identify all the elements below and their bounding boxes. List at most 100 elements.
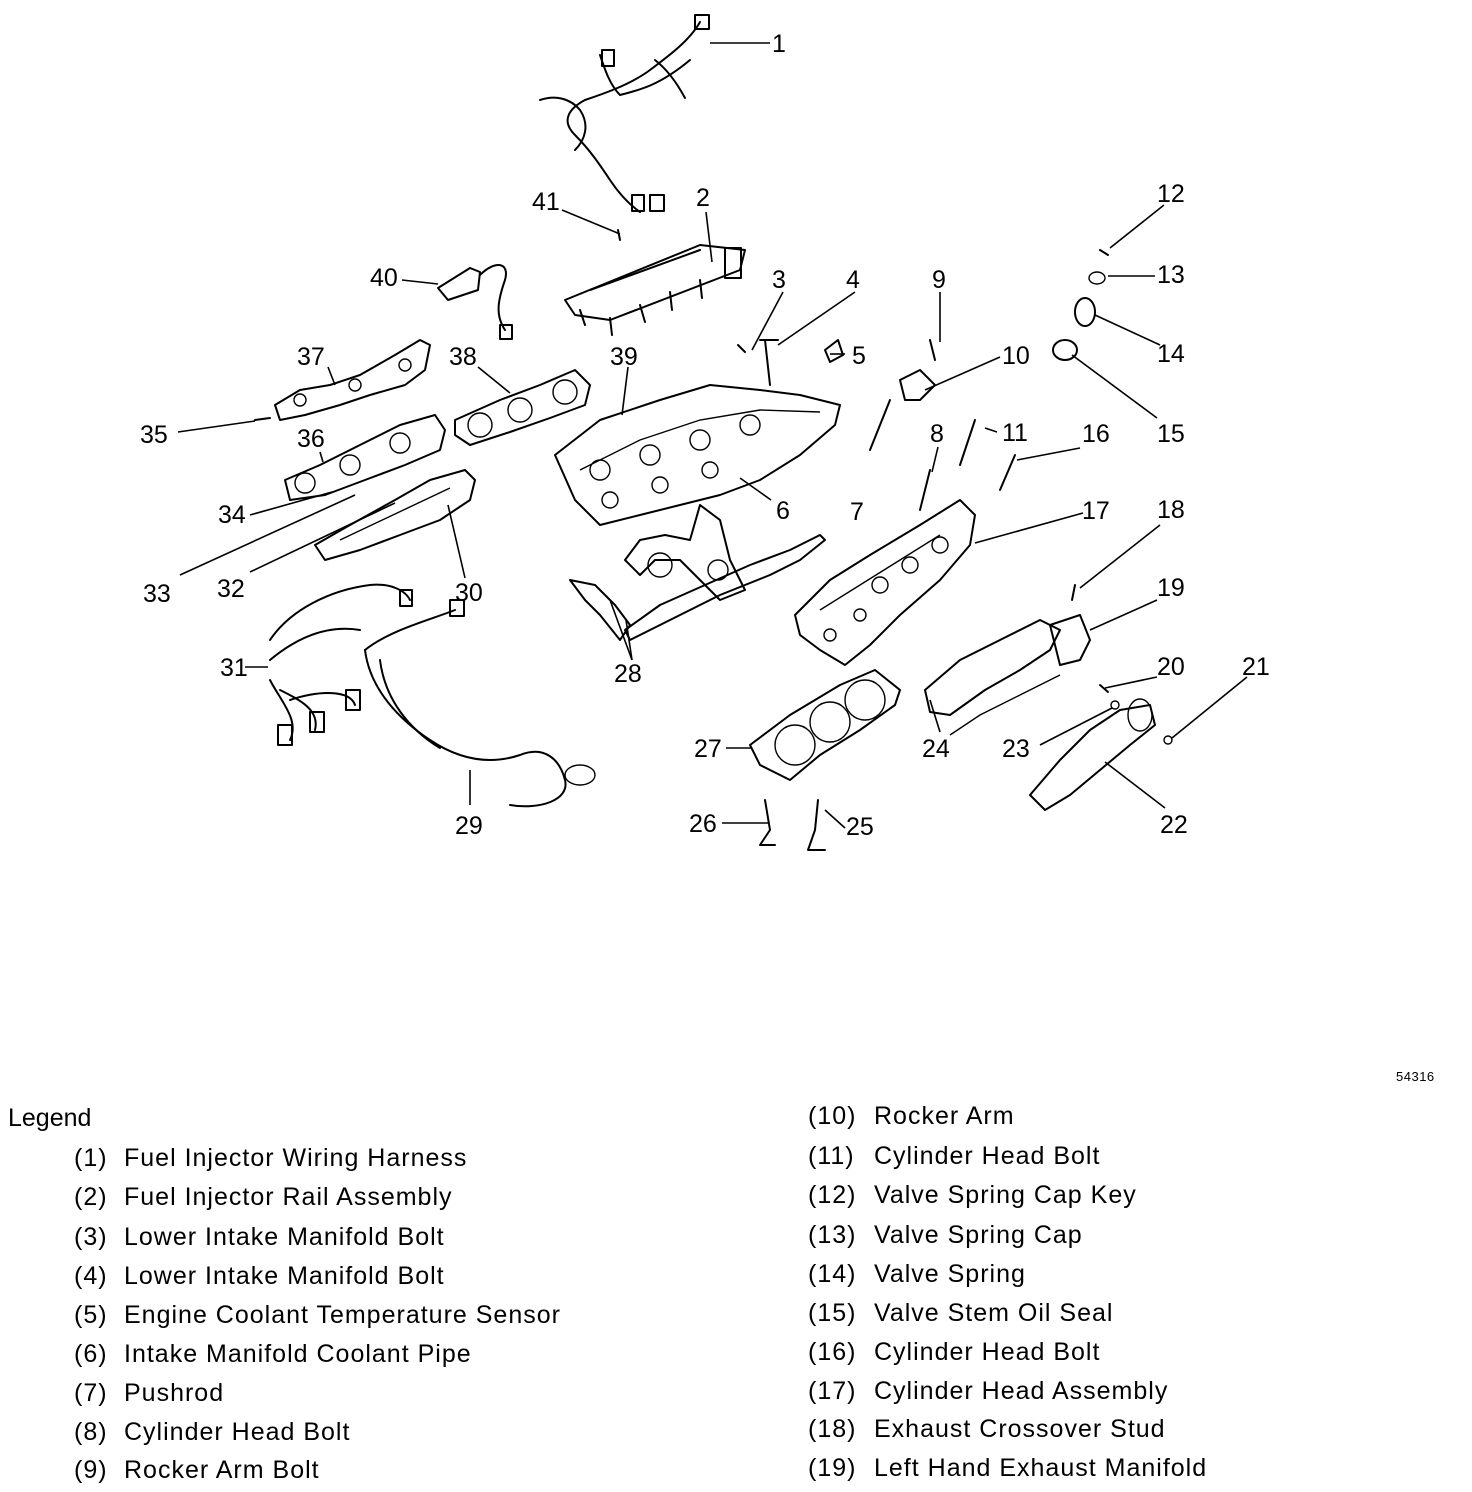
part-head-gasket-27 — [749, 669, 901, 781]
legend-item-label: Intake Manifold Coolant Pipe — [124, 1340, 472, 1368]
callout-2: 2 — [696, 184, 710, 212]
legend-item-number: (13) — [808, 1221, 857, 1249]
legend-item: (13) Valve Spring Cap — [808, 1221, 1083, 1250]
callout-4: 4 — [846, 266, 860, 294]
part-gasket-28 — [569, 534, 826, 641]
callout-10: 10 — [1002, 342, 1030, 370]
callout-36: 36 — [297, 425, 325, 453]
part-lower-intake-manifold — [554, 384, 841, 526]
callout-23: 23 — [1002, 735, 1030, 763]
part-manifold-32 — [314, 469, 476, 561]
legend-item: (1)Fuel Injector Wiring Harness — [74, 1144, 467, 1173]
callout-15: 15 — [1157, 420, 1185, 448]
legend-item-label: Valve Spring Cap Key — [874, 1181, 1137, 1209]
callout-29: 29 — [455, 812, 483, 840]
callout-22: 22 — [1160, 811, 1188, 839]
legend-item-number: (19) — [808, 1454, 857, 1482]
callout-6: 6 — [776, 497, 790, 525]
legend-item: (17)Cylinder Head Assembly — [808, 1377, 1168, 1406]
legend-item-number: (17) — [808, 1377, 857, 1405]
legend-item-label: Left Hand Exhaust Manifold — [874, 1454, 1208, 1482]
legend-item-label: Cylinder Head Bolt — [874, 1338, 1101, 1366]
callout-26: 26 — [689, 810, 717, 838]
legend-item-label: Rocker Arm — [874, 1102, 1015, 1130]
legend-item: (8) Cylinder Head Bolt — [74, 1418, 350, 1447]
legend-item: (15) Valve Stem Oil Seal — [808, 1299, 1113, 1328]
legend-item-number: (11) — [808, 1142, 855, 1170]
legend-item-label: Valve Spring — [874, 1260, 1026, 1288]
callout-9: 9 — [932, 266, 946, 294]
legend-item-label: Fuel Injector Rail Assembly — [124, 1183, 453, 1211]
legend-item-label: Lower Intake Manifold Bolt — [124, 1262, 445, 1290]
legend-item: (4) Lower Intake Manifold Bolt — [74, 1262, 445, 1291]
legend-item: (3) Lower Intake Manifold Bolt — [74, 1223, 445, 1252]
callout-40: 40 — [370, 264, 398, 292]
legend-item-label: Valve Stem Oil Seal — [874, 1299, 1114, 1327]
part-sensor-40 — [437, 264, 513, 340]
legend-item: (11)Cylinder Head Bolt — [808, 1142, 1100, 1171]
callout-37: 37 — [297, 343, 325, 371]
callout-27: 27 — [694, 735, 722, 763]
legend-item-number: (3) — [74, 1223, 108, 1251]
legend-item-number: (16) — [808, 1338, 857, 1366]
callout-3: 3 — [772, 266, 786, 294]
legend-title: Legend — [8, 1104, 92, 1132]
legend-item-number: (8) — [74, 1418, 108, 1446]
callout-5: 5 — [852, 342, 866, 370]
callout-38: 38 — [449, 343, 477, 371]
part-exhaust-gasket-38 — [454, 369, 591, 446]
legend-item-label: Cylinder Head Bolt — [124, 1418, 351, 1446]
part-fuel-injector-wiring-harness — [539, 14, 710, 213]
legend-item-number: (4) — [74, 1262, 108, 1290]
callout-7: 7 — [850, 498, 864, 526]
legend-item-number: (18) — [808, 1415, 857, 1443]
exploded-engine-diagram: 1 2 3 4 5 6 7 8 9 10 11 12 13 14 15 16 1… — [140, 14, 1270, 851]
legend-item-number: (10) — [808, 1102, 857, 1130]
part-coolant-pipe-6 — [624, 504, 746, 601]
callout-12: 12 — [1157, 180, 1185, 208]
legend-item: (2) Fuel Injector Rail Assembly — [74, 1183, 453, 1212]
legend-item-label: Rocker Arm Bolt — [124, 1456, 320, 1484]
legend-item: (18) Exhaust Crossover Stud — [808, 1415, 1166, 1444]
callout-17: 17 — [1082, 497, 1110, 525]
callout-41: 41 — [532, 188, 560, 216]
legend-item: (9) Rocker Arm Bolt — [74, 1456, 320, 1485]
callout-39: 39 — [610, 343, 638, 371]
callout-21: 21 — [1242, 653, 1270, 681]
part-exhaust-pipe-22 — [1029, 698, 1156, 811]
callout-11: 11 — [1002, 419, 1028, 447]
legend-item-number: (2) — [74, 1183, 108, 1211]
callout-19: 19 — [1157, 574, 1185, 602]
legend-item-number: (9) — [74, 1456, 108, 1484]
callout-34: 34 — [218, 501, 246, 529]
legend-item: (10) Rocker Arm — [808, 1102, 1015, 1131]
legend-item-number: (7) — [74, 1379, 108, 1407]
callout-24: 24 — [922, 735, 950, 763]
legend-item-number: (15) — [808, 1299, 857, 1327]
callout-31: 31 — [220, 654, 248, 682]
callout-20: 20 — [1157, 653, 1185, 681]
legend-item-label: Lower Intake Manifold Bolt — [124, 1223, 445, 1251]
part-spark-plug-wires-31 — [269, 583, 413, 746]
callout-32: 32 — [217, 575, 245, 603]
legend-item-number: (14) — [808, 1260, 857, 1288]
legend-item-number: (6) — [74, 1340, 108, 1368]
callout-labels: 1 2 3 4 5 6 7 8 9 10 11 12 13 14 15 16 1… — [140, 30, 1270, 841]
legend-item-label: Exhaust Crossover Stud — [874, 1415, 1166, 1443]
legend-item: (16) Cylinder Head Bolt — [808, 1338, 1100, 1367]
legend-item-label: Engine Coolant Temperature Sensor — [124, 1301, 561, 1329]
callout-33: 33 — [143, 580, 171, 608]
part-exhaust-manifold-right — [924, 614, 1091, 736]
callout-35: 35 — [140, 421, 168, 449]
callout-18: 18 — [1157, 496, 1185, 524]
part-small-components — [254, 229, 1173, 851]
legend-item-label: Valve Spring Cap — [874, 1221, 1083, 1249]
callout-1: 1 — [772, 30, 786, 58]
callout-14: 14 — [1157, 340, 1185, 368]
legend-item-number: (12) — [808, 1181, 857, 1209]
legend-item: (6) Intake Manifold Coolant Pipe — [74, 1340, 472, 1369]
legend-item: (7)Pushrod — [74, 1379, 224, 1408]
legend-item: (19) Left Hand Exhaust Manifold — [808, 1454, 1207, 1483]
legend-item-number: (5) — [74, 1301, 108, 1329]
leader-lines — [177, 42, 1248, 829]
